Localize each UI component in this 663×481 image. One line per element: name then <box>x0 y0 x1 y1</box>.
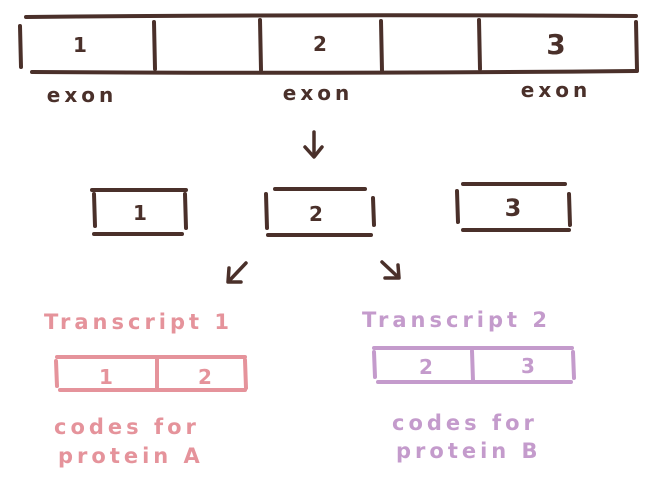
transcript-1-caption-line1: codes for <box>54 415 200 439</box>
spliced-exon-1-box <box>90 188 188 236</box>
spliced-exon-3-box <box>455 182 572 232</box>
gene-exon-number-3: 3 <box>546 28 565 61</box>
spliced-exon-number-2: 2 <box>309 202 323 226</box>
gene-exon-number-2: 2 <box>313 32 327 56</box>
transcript-1-box <box>54 355 248 392</box>
transcript-2-title: Transcript 2 <box>362 308 551 332</box>
gene-divider-4 <box>477 18 482 71</box>
arrow-down-left-icon <box>226 261 248 284</box>
spliced-exon-2-box <box>264 187 376 237</box>
gene-exon-number-1: 1 <box>73 33 87 57</box>
transcript-2-divider <box>470 349 475 383</box>
exon-label-1: exon <box>47 83 117 107</box>
exon-label-3: exon <box>521 78 591 102</box>
transcript-1-exon-a: 1 <box>99 365 113 389</box>
spliced-exon-number-1: 1 <box>133 201 147 225</box>
gene-divider-3 <box>379 19 384 73</box>
transcript-2-exon-b: 3 <box>521 354 535 378</box>
exon-label-2: exon <box>283 81 353 105</box>
transcript-1-title: Transcript 1 <box>44 310 233 334</box>
arrow-down-right-icon <box>380 260 401 280</box>
transcript-2-box <box>372 346 576 384</box>
spliced-exon-number-3: 3 <box>505 194 522 222</box>
gene-divider-2 <box>258 18 263 72</box>
transcript-1-caption-line2: protein A <box>58 444 204 468</box>
gene-strip <box>18 13 639 75</box>
transcript-2-caption-line2: protein B <box>396 439 542 463</box>
transcript-2-exon-a: 2 <box>419 355 433 379</box>
transcript-2-caption-line1: codes for <box>392 411 538 435</box>
arrow-down-icon <box>303 130 324 159</box>
transcript-1-exon-b: 2 <box>198 365 212 389</box>
gene-divider-1 <box>152 20 157 71</box>
